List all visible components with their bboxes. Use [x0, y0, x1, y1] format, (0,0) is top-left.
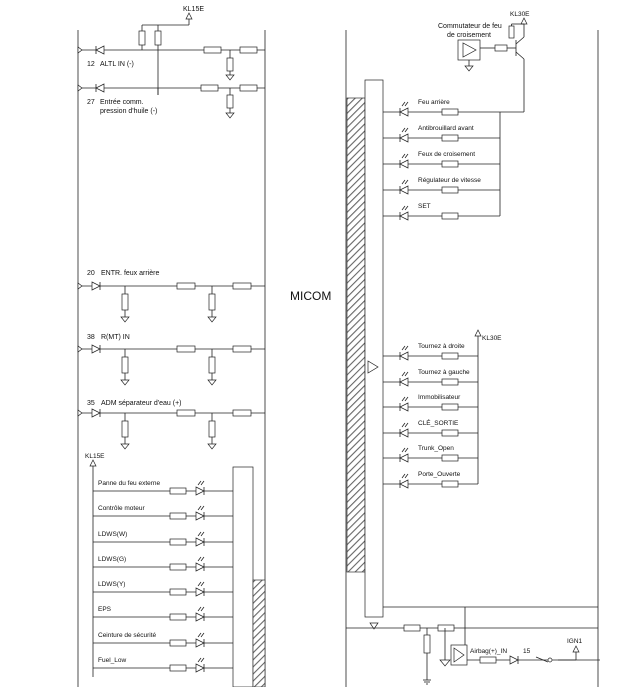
switch-label-line2: de croisement: [447, 32, 491, 39]
supply-label-kl30e-mid: KL30E: [482, 335, 502, 342]
switch-label: Commutateur de feu: [438, 23, 502, 30]
pin-20: 20: [87, 270, 95, 277]
output-row: Antibrouillard avant: [383, 125, 500, 143]
left-indicator-section: KL15E: [85, 453, 266, 687]
micom-label: MICOM: [290, 289, 331, 303]
pin-12: 12: [87, 61, 95, 68]
indicator-row: Fuel_Low: [93, 657, 233, 673]
output-label: Tournez à gauche: [418, 369, 470, 376]
output-row: Porte_Ouverte: [383, 471, 478, 489]
output-row: Tournez à gauche: [383, 369, 478, 387]
output-label: Trunk_Open: [418, 445, 454, 452]
output-row: Feux de croisement: [383, 151, 500, 169]
output-label: Porte_Ouverte: [418, 471, 461, 478]
pin-35: 35: [87, 400, 95, 407]
indicator-label: Panne du feu externe: [98, 480, 161, 487]
right-bottom-block: Airbag(+)_IN 15 IGN1: [346, 606, 600, 685]
output-label: Feu arrière: [418, 99, 450, 106]
pin-15: 15: [523, 648, 531, 655]
output-label: SET: [418, 203, 431, 210]
indicator-row: Contrôle moteur: [93, 505, 233, 521]
output-label: Antibrouillard avant: [418, 125, 474, 132]
right-module-frame: [345, 30, 599, 687]
output-row: Feu arrière: [383, 99, 500, 117]
circuit-12-label: ALTL IN (-): [100, 61, 134, 68]
airbag-label: Airbag(+)_IN: [470, 648, 507, 655]
circuit-27-label-line2: pression d'huile (-): [100, 108, 157, 115]
circuit-38-label: R(MT) IN: [101, 334, 130, 341]
output-label: CLÉ_SORTIE: [418, 418, 459, 427]
circuit-20: 20 ENTR. feux arrière: [77, 270, 265, 323]
indicator-row: LDWS(Y): [93, 581, 233, 597]
indicator-label: Contrôle moteur: [98, 505, 145, 512]
pin-27: 27: [87, 99, 95, 106]
circuit-38: 38 R(MT) IN: [77, 334, 265, 386]
pin-38: 38: [87, 334, 95, 341]
circuit-12: 12 ALTL IN (-): [77, 45, 265, 81]
output-row: SET: [383, 203, 500, 221]
circuit-35-label: ADM séparateur d'eau (+): [101, 400, 182, 407]
supply-label-kl15e-indicators: KL15E: [85, 453, 105, 460]
circuit-35: 35 ADM séparateur d'eau (+): [77, 400, 265, 450]
output-label: Tournez à droite: [418, 343, 465, 350]
supply-label-kl30e-top: KL30E: [510, 11, 530, 18]
output-row: Immobilisateur: [383, 394, 478, 412]
indicator-row: LDWS(W): [93, 531, 233, 547]
indicator-label: LDWS(W): [98, 531, 127, 538]
right-top-bus: [499, 111, 524, 216]
output-label: Feux de croisement: [418, 151, 475, 158]
circuit-27-label: Entrée comm.: [100, 99, 144, 106]
output-label: Immobilisateur: [418, 394, 461, 401]
left-supply-top: KL15E: [138, 6, 204, 95]
output-row: Trunk_Open: [383, 445, 478, 463]
indicator-row: Panne du feu externe: [93, 480, 233, 496]
circuit-20-label: ENTR. feux arrière: [101, 270, 159, 277]
output-row: Tournez à droite: [383, 343, 478, 361]
indicator-row: EPS: [93, 606, 233, 622]
indicator-label: Fuel_Low: [98, 657, 126, 664]
indicator-row: LDWS(G): [93, 556, 233, 572]
right-mid-supply: KL30E: [474, 329, 502, 484]
indicator-label: LDWS(Y): [98, 581, 125, 588]
output-label: Régulateur de vitesse: [418, 177, 481, 184]
indicator-label: LDWS(G): [98, 556, 126, 563]
output-row: CLÉ_SORTIE: [383, 418, 478, 438]
ign-label: IGN1: [567, 638, 583, 645]
indicator-label: EPS: [98, 606, 112, 613]
indicator-row: Ceinture de sécurité: [93, 632, 233, 648]
supply-label-kl15e-top: KL15E: [183, 6, 204, 13]
circuit-27: 27 Entrée comm. pression d'huile (-): [77, 83, 265, 119]
left-module-frame: [77, 30, 266, 687]
output-row: Régulateur de vitesse: [383, 177, 500, 195]
indicator-label: Ceinture de sécurité: [98, 632, 157, 639]
headlamp-switch-block: Commutateur de feu de croisement KL30E: [438, 11, 530, 112]
